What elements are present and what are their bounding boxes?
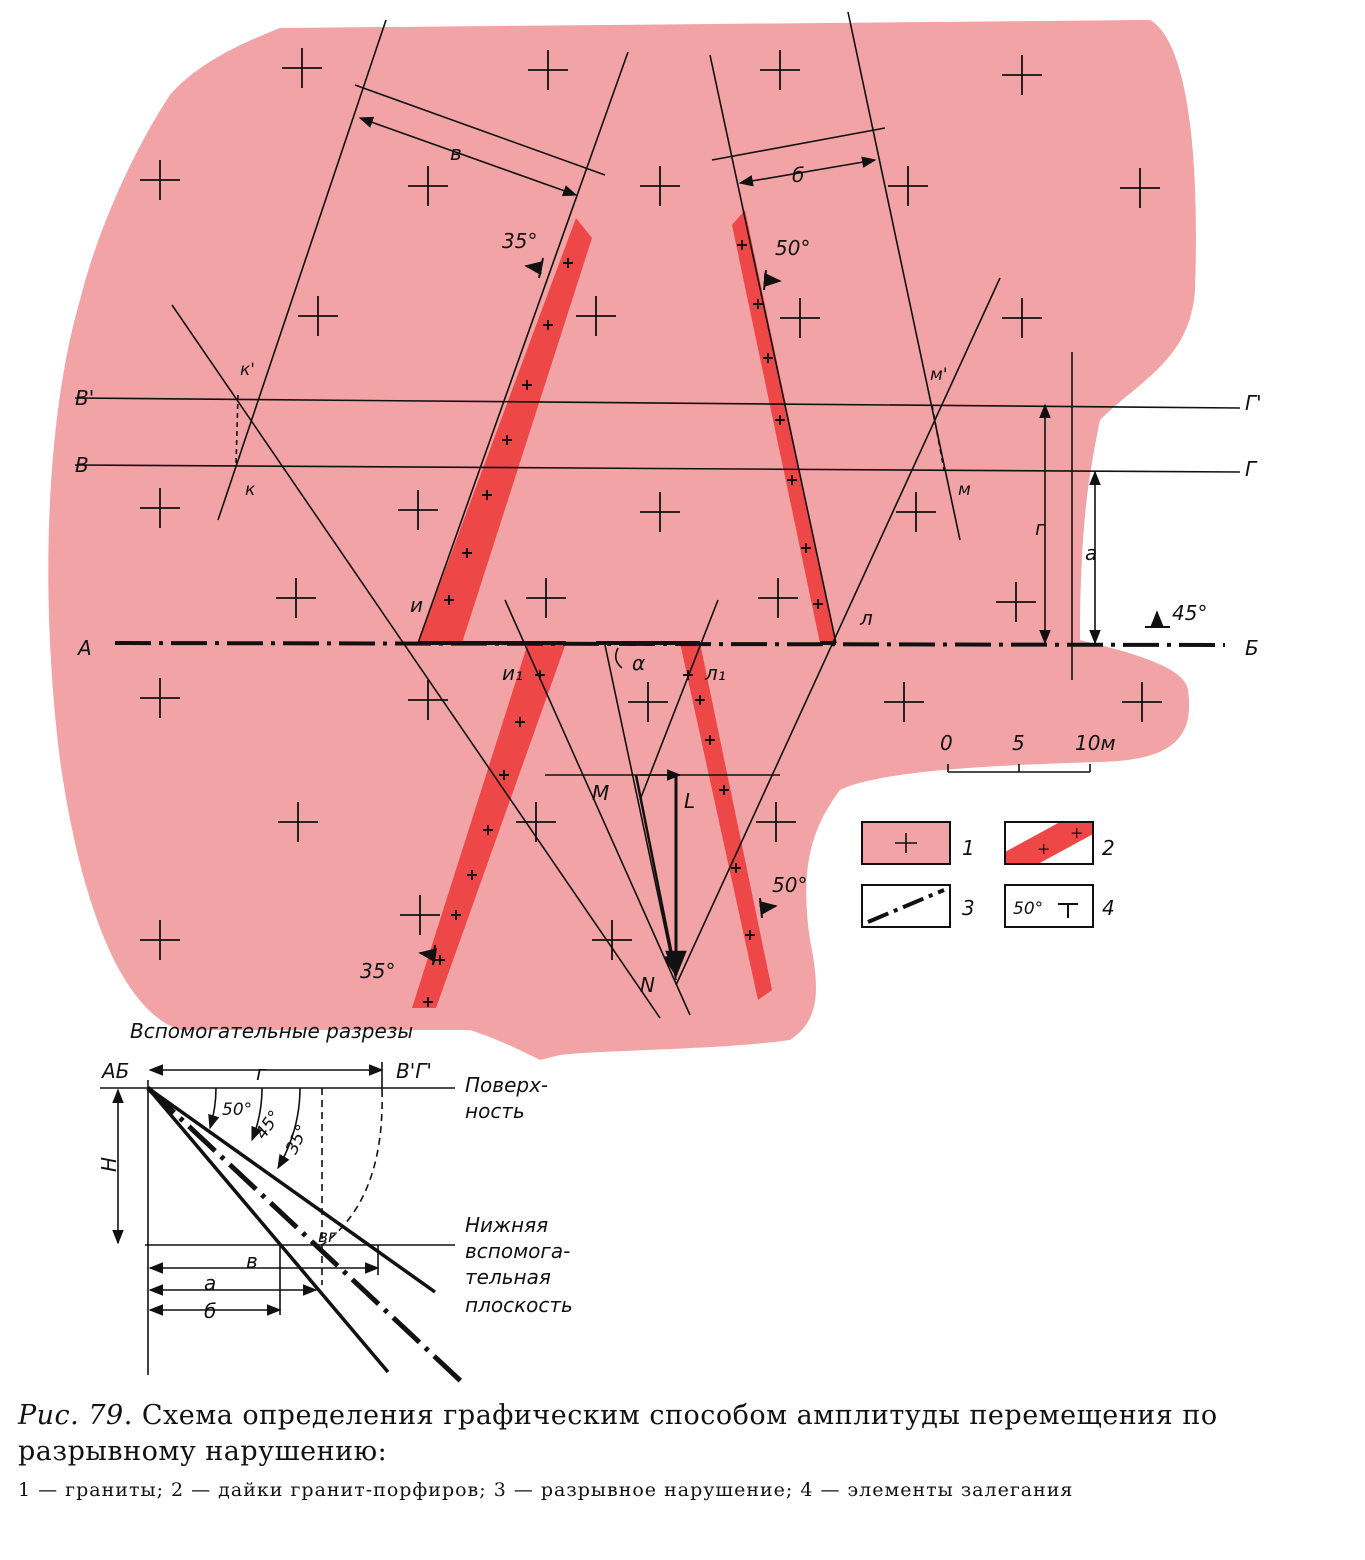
- dip-left-bottom: 35°: [360, 959, 395, 983]
- label-dim-v: в: [450, 141, 462, 165]
- label-G-prime: Г': [1245, 391, 1262, 415]
- section-label-VG: В'Г': [396, 1059, 432, 1083]
- label-l: л: [859, 606, 873, 630]
- legend-num-1: 1: [962, 836, 975, 860]
- label-V: В: [75, 453, 89, 477]
- label-m-prime: м': [930, 365, 948, 385]
- fault-line-swatch: [861, 884, 951, 928]
- label-N: N: [640, 973, 655, 997]
- label-dim-a: а: [1085, 541, 1097, 565]
- auxiliary-sections: Вспомогательные разрезы АБ В'Г' 50° 45° …: [97, 1019, 573, 1387]
- scale-tick-10: 10м: [1075, 731, 1116, 755]
- dike-plus-marks: [423, 240, 823, 1007]
- map-labels: А Б В' В Г' Г к' к м' м и и₁ л л₁ α М L …: [75, 141, 1262, 997]
- section-dim-a: а: [204, 1271, 216, 1295]
- label-A: А: [76, 636, 92, 660]
- label-M: М: [592, 781, 609, 805]
- svg-text:+: +: [1037, 839, 1050, 858]
- legend-dip-sample: 50°: [1013, 899, 1043, 919]
- lower-plane-label-2: вспомога-: [465, 1239, 570, 1263]
- dimension-arrows: [358, 116, 1101, 978]
- fault-displacement-diagram: А Б В' В Г' Г к' к м' м и и₁ л л₁ α М L …: [48, 11, 1262, 1387]
- surface-label-2: ность: [465, 1099, 525, 1123]
- section-label-AB: АБ: [100, 1059, 129, 1083]
- label-G: Г: [1245, 457, 1258, 481]
- section-dim-b: б: [204, 1299, 216, 1323]
- label-k-prime: к': [240, 360, 255, 380]
- dip-left-top: 35°: [502, 229, 537, 253]
- surface-label-1: Поверх-: [465, 1073, 548, 1097]
- section-angle-45: 45°: [252, 1107, 286, 1143]
- label-i1: и₁: [502, 661, 523, 685]
- label-dim-b: б: [792, 163, 804, 187]
- label-B: Б: [1245, 636, 1259, 660]
- label-V-prime: В': [75, 386, 94, 410]
- section-dim-g: г: [256, 1061, 267, 1085]
- caption-title: Рис. 79. Схема определения графическим с…: [18, 1398, 1358, 1470]
- legend-num-3: 3: [962, 896, 975, 920]
- svg-text:+: +: [1070, 823, 1083, 842]
- dip-right-bottom: 50°: [772, 873, 807, 897]
- section-dim-v: в: [246, 1249, 258, 1273]
- dip-right-top: 50°: [775, 236, 810, 260]
- construction-lines: [74, 11, 1241, 1019]
- lower-plane-label-4: плоскость: [465, 1293, 573, 1317]
- section-dim-vg: вг: [318, 1227, 337, 1247]
- scale-bar: 0 5 10м: [940, 731, 1116, 773]
- dip-symbols: [418, 257, 1170, 966]
- legend-num-2: 2: [1102, 836, 1115, 860]
- legend-num-4: 4: [1102, 896, 1115, 920]
- label-k: к: [245, 480, 256, 500]
- granite-area: [48, 20, 1196, 1060]
- scale-tick-5: 5: [1012, 731, 1025, 755]
- caption-title-text: . Схема определения графическим способом…: [18, 1400, 1218, 1467]
- dike-right-lower: [680, 643, 772, 1000]
- dip-fault: 45°: [1172, 601, 1207, 625]
- legend: 1 + + 2 3 50° 4: [861, 821, 1115, 928]
- caption-fig-ref: Рис. 79: [18, 1400, 124, 1431]
- lower-plane-label-3: тельная: [465, 1265, 551, 1289]
- caption-legend: 1 — граниты; 2 — дайки гранит-порфиров; …: [18, 1479, 1074, 1501]
- label-m: м: [958, 480, 971, 500]
- label-L: L: [684, 789, 695, 813]
- label-l1: л₁: [704, 661, 726, 685]
- section-dim-H: Н: [97, 1157, 121, 1172]
- dike-swatch: + +: [1004, 821, 1094, 865]
- fault-line-AB: [114, 641, 1226, 647]
- label-alpha: α: [632, 651, 645, 675]
- figure-caption: Рис. 79. Схема определения графическим с…: [18, 1398, 1358, 1502]
- scale-tick-0: 0: [940, 731, 953, 755]
- alpha-arc: [614, 647, 623, 669]
- dip-symbol: 50°: [1004, 884, 1094, 928]
- section-angle-50: 50°: [222, 1100, 252, 1120]
- dike-right-upper: [732, 210, 836, 643]
- lower-plane-label-1: Нижняя: [465, 1213, 548, 1237]
- section-angle-35: 35°: [282, 1122, 313, 1158]
- label-dim-g: г: [1035, 516, 1046, 540]
- label-i: и: [410, 593, 423, 617]
- section-title: Вспомогательные разрезы: [130, 1019, 413, 1043]
